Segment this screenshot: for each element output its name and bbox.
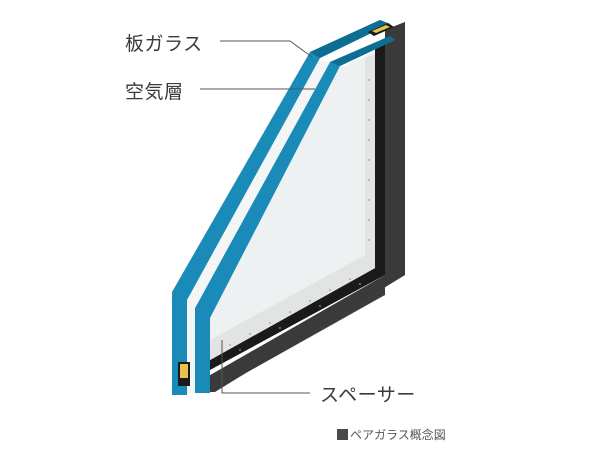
caption-text: ペアガラス概念図 [350,428,446,442]
spacer-dots [229,79,370,351]
leader-line-glass [220,40,313,58]
inner-black-edge [210,40,385,370]
top-spacer-desiccant [372,25,390,33]
spacer-band-vertical [365,54,375,272]
spacer-band-bottom [210,255,375,360]
caption-square-icon [337,429,348,440]
rear-frame-face [205,22,405,392]
outer-glass-top [310,20,390,58]
label-glass: 板ガラス [125,33,203,55]
bottom-spacer-desiccant [180,364,188,378]
figure-caption: ペアガラス概念図 [337,426,446,443]
label-spacer: スペーサー [320,384,416,406]
label-air-layer: 空気層 [125,81,184,103]
inner-glass-top [330,36,395,66]
leader-line-spacer [221,340,310,394]
